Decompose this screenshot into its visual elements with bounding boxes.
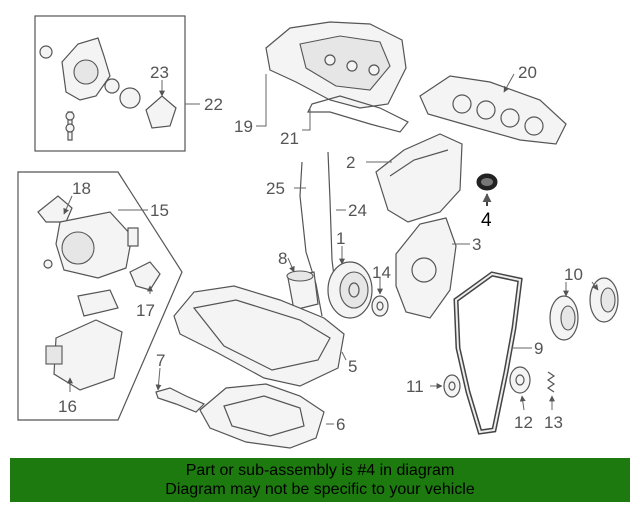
valve-cover-gasket [307, 95, 409, 133]
oil-pump-parts [39, 37, 177, 141]
callout-17: 17 [136, 301, 155, 320]
banner-line-1: Part or sub-assembly is #4 in diagram [185, 462, 455, 479]
tensioner [443, 374, 461, 398]
camshaft-seal-part-4 [476, 173, 498, 191]
oil-pickup [155, 387, 206, 413]
tensioner-spring [546, 371, 556, 393]
callout-1: 1 [336, 229, 345, 248]
callout-18: 18 [72, 179, 91, 198]
idler-pulley [509, 366, 531, 394]
callout-24: 24 [348, 201, 367, 220]
callout-10: 10 [564, 265, 583, 284]
oil-pump-group-box [34, 15, 186, 152]
callout-11: 11 [406, 377, 424, 396]
dipstick-tube [327, 151, 335, 277]
callout-22: 22 [204, 95, 223, 114]
oil-pan [199, 383, 325, 449]
upper-timing-cover [375, 133, 463, 223]
throttle-body-group-box [17, 171, 183, 421]
throttle-body-parts [37, 195, 161, 391]
callout-8: 8 [278, 249, 287, 268]
crank-sprocket [371, 295, 389, 317]
crankshaft-pulley [327, 261, 373, 319]
callout-2: 2 [346, 153, 355, 172]
callout-25: 25 [266, 179, 285, 198]
lower-timing-cover [395, 217, 457, 319]
callout-12: 12 [514, 413, 533, 432]
callout-9: 9 [534, 339, 543, 358]
callout-21: 21 [280, 129, 299, 148]
cylinder-head-gasket [419, 75, 567, 145]
callout-20: 20 [518, 63, 537, 82]
callout-14: 14 [372, 263, 391, 282]
info-banner: Part or sub-assembly is #4 in diagram Di… [10, 458, 630, 502]
engine-parts-diagram: 1 2 3 4 5 6 7 8 9 10 11 12 13 14 15 16 1… [17, 15, 619, 449]
dipstick [299, 161, 323, 317]
callout-5: 5 [348, 357, 357, 376]
callout-16: 16 [58, 397, 77, 416]
callout-13: 13 [544, 413, 563, 432]
oil-pan-baffle [173, 285, 345, 387]
callout-23: 23 [150, 63, 169, 82]
callout-7: 7 [156, 351, 165, 370]
valve-cover [265, 21, 407, 109]
banner-line-2: Diagram may not be specific to your vehi… [165, 481, 475, 498]
callout-3: 3 [472, 235, 481, 254]
cam-sprockets [549, 277, 619, 341]
callout-19: 19 [234, 117, 253, 136]
callout-4: 4 [481, 210, 492, 231]
oil-filter [286, 270, 319, 311]
callout-15: 15 [150, 201, 169, 220]
callout-6: 6 [336, 415, 345, 434]
